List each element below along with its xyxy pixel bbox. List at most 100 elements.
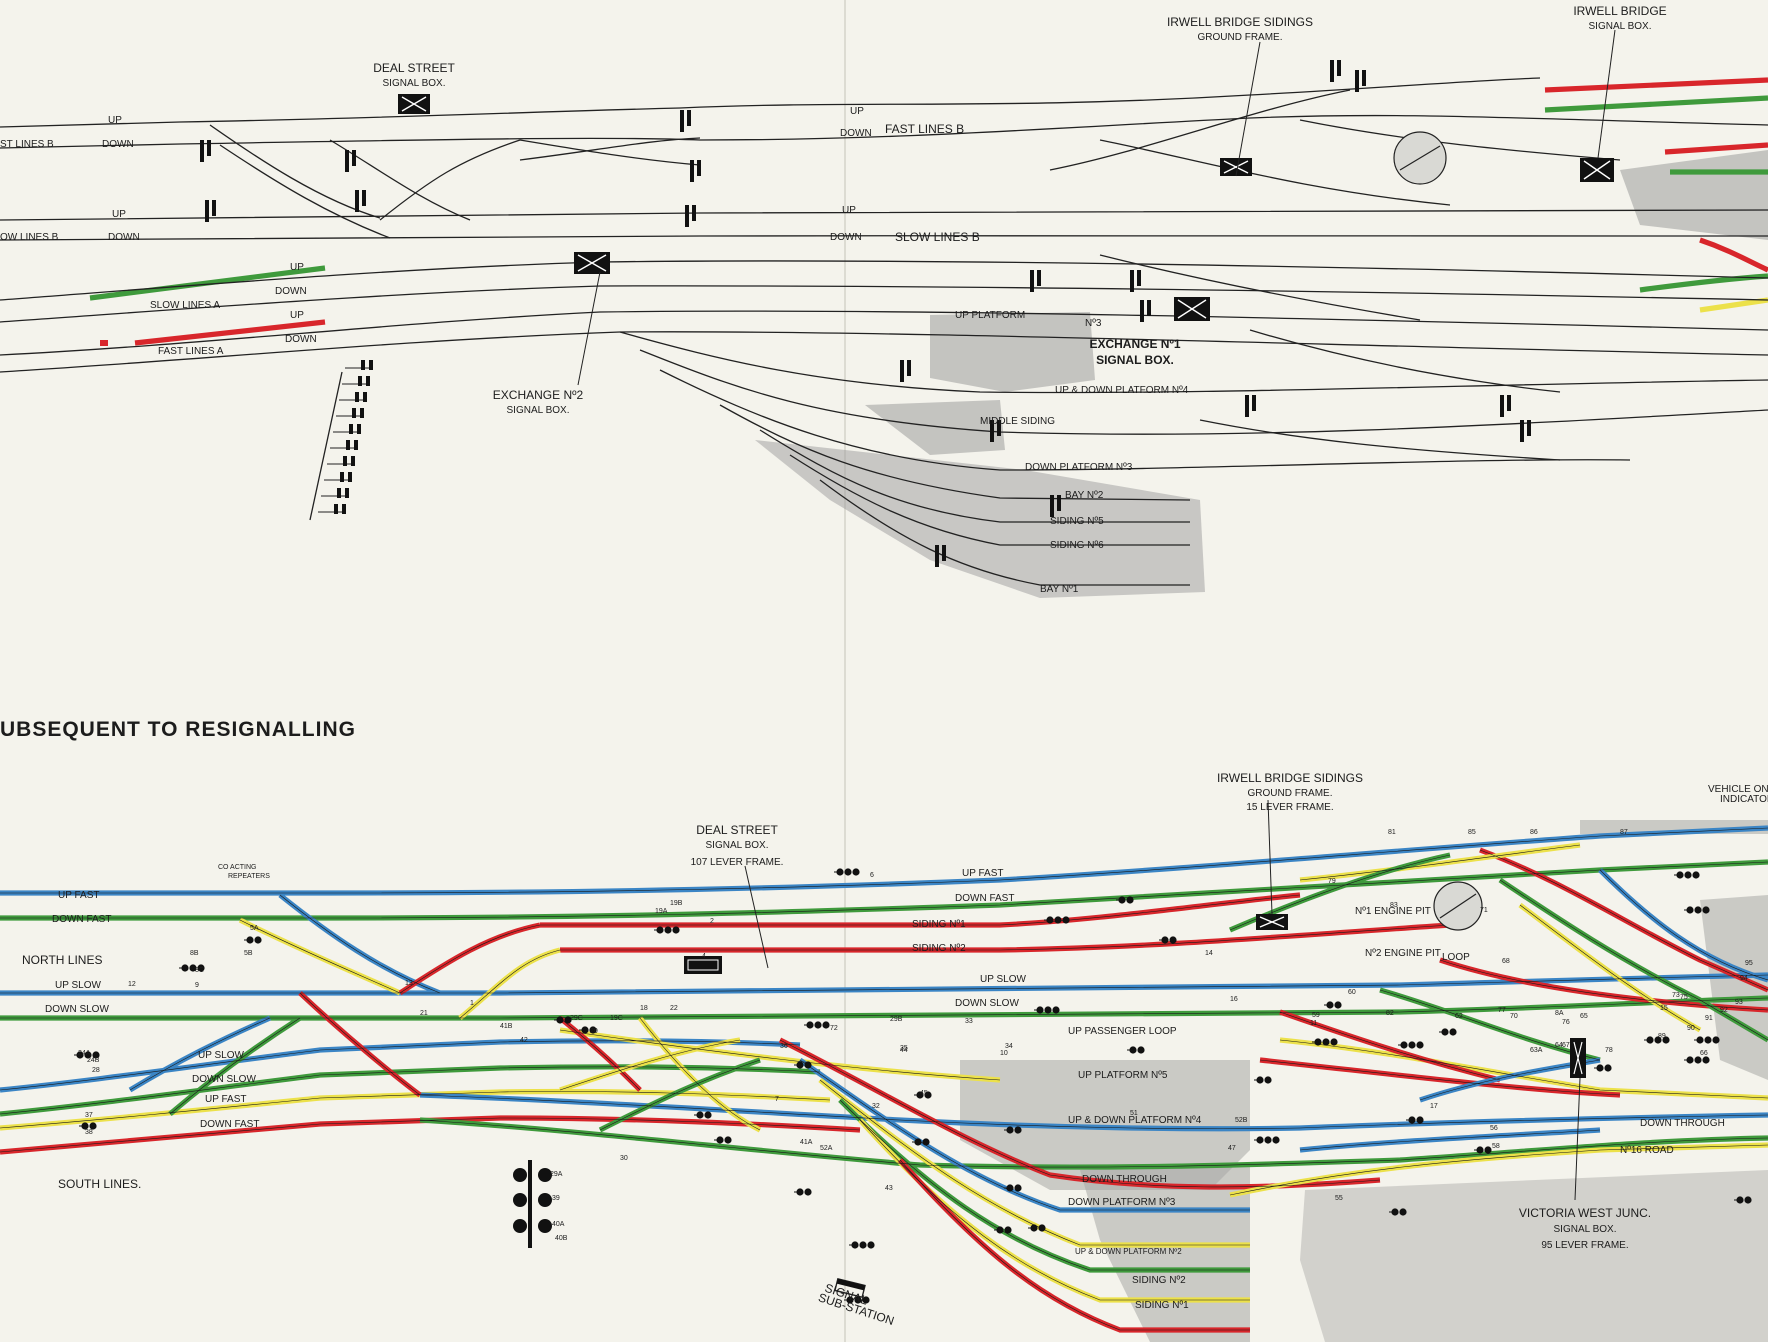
signal-lamp bbox=[1399, 1208, 1407, 1216]
lever-number: 52A bbox=[820, 1145, 833, 1152]
signal-lamp bbox=[846, 1296, 854, 1304]
signal-lamp bbox=[704, 1111, 712, 1119]
lever-number: 12 bbox=[128, 981, 136, 988]
lever-number: 37 bbox=[85, 1112, 93, 1119]
exchange-platform-area bbox=[930, 312, 1095, 392]
down-label: DOWN bbox=[285, 334, 317, 345]
signal-lamp bbox=[81, 1122, 89, 1130]
signal-post bbox=[1140, 300, 1144, 322]
track-red bbox=[134, 319, 326, 346]
lever-number: 89 bbox=[1658, 1033, 1666, 1040]
irwell-sidings-title: IRWELL BRIDGE SIDINGS bbox=[1167, 15, 1313, 29]
signal-lamp bbox=[862, 1296, 870, 1304]
signal-post bbox=[200, 140, 204, 162]
signal-lamp bbox=[1326, 1001, 1334, 1009]
coloured-track bbox=[278, 892, 441, 996]
down-platform-3 bbox=[659, 369, 1631, 471]
irwell-box-title: IRWELL BRIDGE bbox=[1573, 4, 1666, 18]
signal-post bbox=[1507, 395, 1511, 411]
signal-post bbox=[1500, 395, 1504, 417]
lever-number: 56 bbox=[1490, 1125, 1498, 1132]
signal-post bbox=[355, 392, 359, 402]
lever-number: 1 bbox=[470, 1000, 474, 1007]
lever-number: 77 bbox=[1498, 1007, 1506, 1014]
track-edge bbox=[1299, 844, 1581, 881]
track-green bbox=[1639, 273, 1768, 293]
signal-lamp bbox=[1654, 1036, 1662, 1044]
lever-number: 6 bbox=[870, 872, 874, 879]
box-cross-icon bbox=[1259, 916, 1285, 928]
up-down-platform-4: UP & DOWN PLATFORM Nº4 bbox=[1068, 1115, 1202, 1126]
signal-lamp bbox=[1662, 1036, 1670, 1044]
signal-lamp bbox=[1256, 1136, 1264, 1144]
signal-lamp bbox=[1264, 1136, 1272, 1144]
lever-number: 44 bbox=[900, 1047, 908, 1054]
signal-lamp bbox=[1126, 896, 1134, 904]
track-edge bbox=[299, 992, 421, 1096]
lever-number: 45 bbox=[920, 1090, 928, 1097]
up-fast-b bbox=[0, 77, 1541, 128]
track-edge bbox=[169, 1017, 301, 1115]
bay-2 bbox=[719, 404, 1191, 501]
up-slow-north: UP SLOW bbox=[55, 980, 101, 991]
lever-number: 33 bbox=[965, 1018, 973, 1025]
down-label: DOWN bbox=[108, 232, 140, 243]
lever-number: 42 bbox=[520, 1037, 528, 1044]
signal-lamp bbox=[1330, 1038, 1338, 1046]
lever-number: 36 bbox=[780, 1043, 788, 1050]
signal-post bbox=[340, 472, 344, 482]
signal-lamp bbox=[92, 1051, 100, 1059]
signal-lamp bbox=[254, 936, 262, 944]
signal-lamp bbox=[84, 1051, 92, 1059]
deal-street-sub: SIGNAL BOX. bbox=[706, 840, 769, 851]
signal-post bbox=[1245, 395, 1249, 417]
lever-number: 66 bbox=[1700, 1050, 1708, 1057]
signal-lamp bbox=[922, 1138, 930, 1146]
signal-post bbox=[997, 420, 1001, 436]
signal-lamp bbox=[804, 1061, 812, 1069]
signal-lamp bbox=[1052, 1006, 1060, 1014]
crossover bbox=[1049, 89, 1351, 171]
signal-post bbox=[692, 205, 696, 221]
signal-lamp bbox=[1030, 1224, 1038, 1232]
platform-area bbox=[865, 400, 1005, 455]
lever-number: 21 bbox=[420, 1010, 428, 1017]
signal-post bbox=[342, 504, 346, 514]
colour-light-signals bbox=[74, 868, 1752, 1304]
up-label: UP bbox=[108, 115, 122, 126]
track-edge bbox=[559, 1017, 641, 1091]
irwell-sidings-sub: GROUND FRAME. bbox=[1248, 788, 1333, 799]
signal-post bbox=[352, 408, 356, 418]
signal-lamp bbox=[664, 926, 672, 934]
track-edge bbox=[279, 894, 441, 994]
signal-lamp bbox=[696, 1111, 704, 1119]
box-cross-icon bbox=[401, 96, 427, 112]
track-red bbox=[1664, 142, 1768, 155]
vehicle-indicator-title: VEHICLE ON L bbox=[1708, 784, 1768, 795]
up-slow-b bbox=[0, 209, 1768, 221]
down-platform-3: DOWN PLATFORM Nº3 bbox=[1025, 462, 1133, 473]
fast-lines-b: FAST LINES B bbox=[885, 122, 964, 136]
track-edge bbox=[560, 924, 1451, 951]
repeaters-title: CO ACTING bbox=[218, 864, 257, 871]
no16-road: Nº16 ROAD bbox=[1620, 1145, 1674, 1156]
signal-head bbox=[513, 1219, 527, 1233]
lever-number: 13 bbox=[405, 980, 413, 987]
signal-post bbox=[685, 205, 689, 227]
lever-number: 59 bbox=[1312, 1012, 1320, 1019]
down-label: DOWN bbox=[102, 139, 134, 150]
lever-number: 18 bbox=[640, 1005, 648, 1012]
leader-line bbox=[1597, 29, 1616, 159]
exchange-2-title: EXCHANGE Nº2 bbox=[493, 388, 584, 402]
engine-pit-2: Nº2 ENGINE PIT bbox=[1365, 948, 1441, 959]
signal-post bbox=[345, 150, 349, 172]
lever-number: 60 bbox=[1348, 989, 1356, 996]
lever-number: 8B bbox=[190, 950, 199, 957]
lever-number: 29A bbox=[550, 1171, 563, 1178]
signal-lamp bbox=[1604, 1064, 1612, 1072]
exchange-1-sub: SIGNAL BOX. bbox=[1096, 353, 1174, 367]
deal-street-frame: 107 LEVER FRAME. bbox=[691, 857, 784, 868]
platform-4-line bbox=[619, 331, 1768, 394]
coloured-track bbox=[560, 922, 1451, 953]
signal-lamp bbox=[822, 1021, 830, 1029]
